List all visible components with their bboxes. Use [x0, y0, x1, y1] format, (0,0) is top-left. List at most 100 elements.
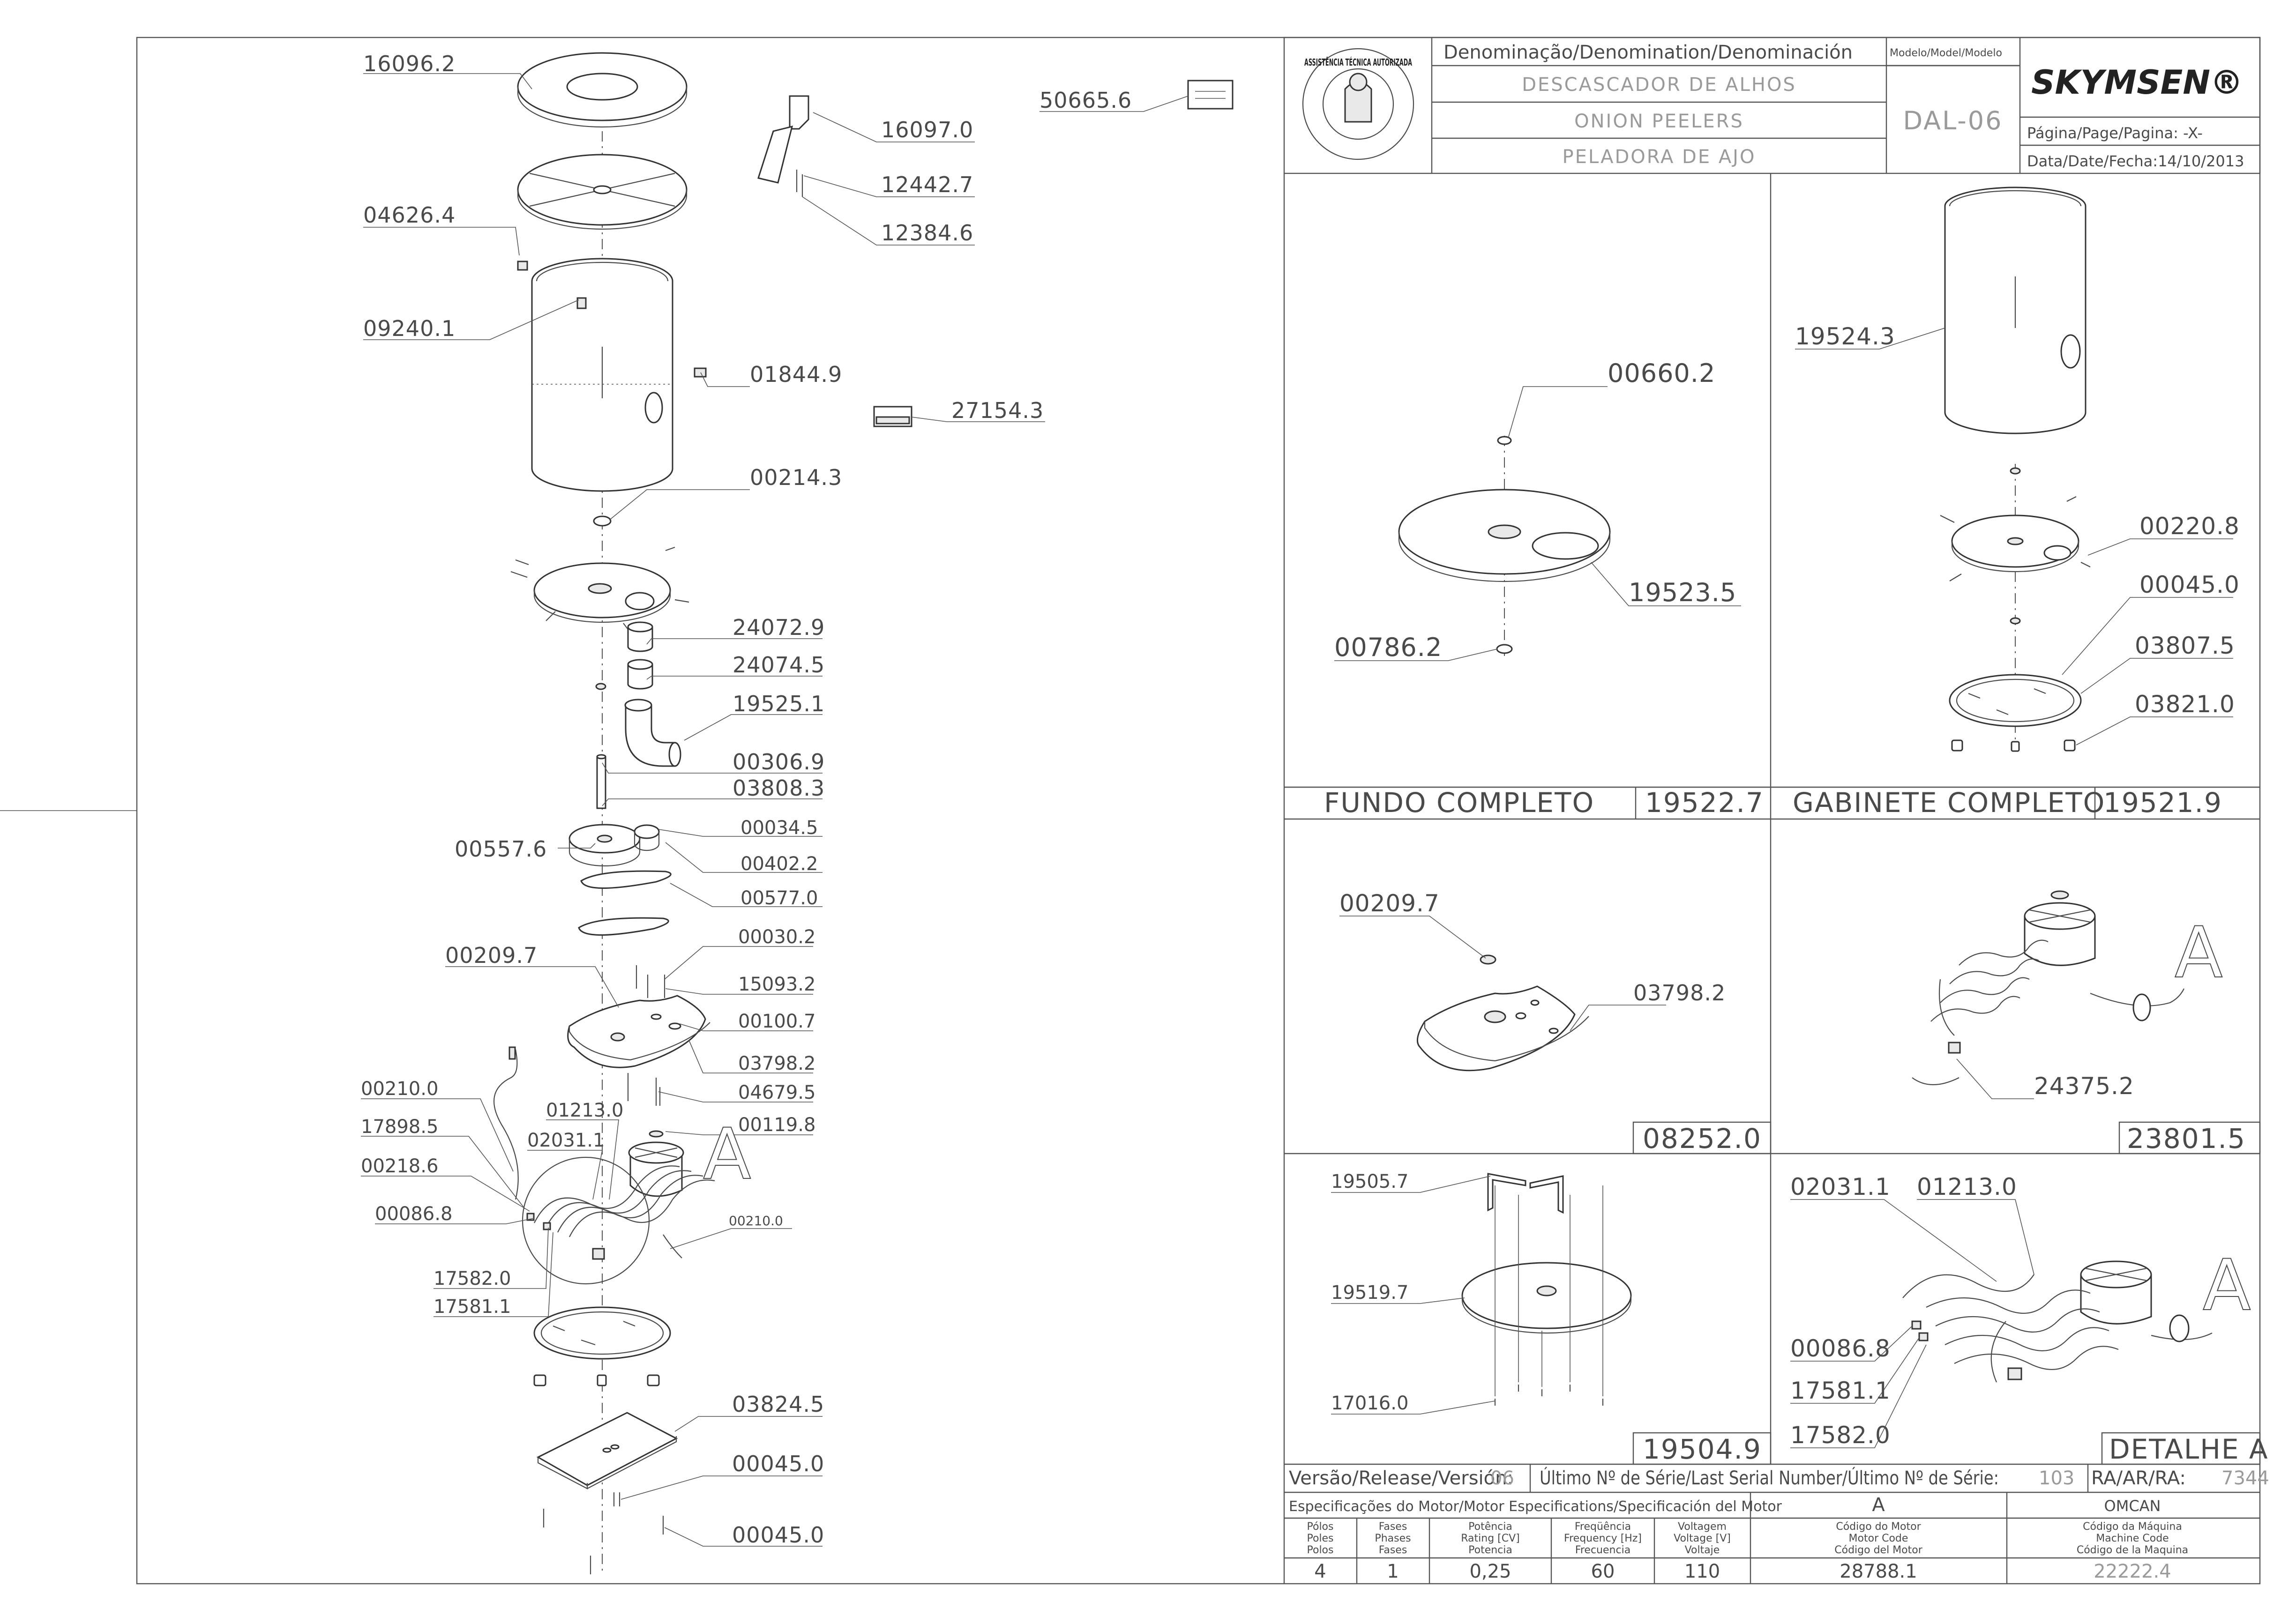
label-03798-b: 03798.2	[1633, 980, 1726, 1006]
label-00786: 00786.2	[1334, 633, 1442, 662]
spec-group-omcan: OMCAN	[2104, 1497, 2161, 1515]
detail-marker-main: A	[703, 1114, 751, 1195]
feet-ring	[533, 1306, 671, 1360]
spec-value-motor-code: 28788.1	[1840, 1561, 1917, 1582]
label-02031: 02031.1	[527, 1130, 605, 1151]
label-01213-d: 01213.0	[1917, 1173, 2017, 1200]
svg-text:Pólos: Pólos	[1307, 1521, 1334, 1533]
date-label: Data/Date/Fecha:14/10/2013	[2027, 152, 2244, 170]
panel-base: 00209.7 03798.2 08252.0	[1339, 890, 1762, 1155]
name-en: ONION PEELERS	[1574, 111, 1744, 132]
svg-text:Potência: Potência	[1468, 1521, 1512, 1533]
gabinete-code: 19521.9	[2103, 787, 2222, 819]
release-row: Versão/Release/Versión: 06 Último Nº de …	[1284, 1464, 2269, 1493]
spec-value-frequency: 60	[1591, 1561, 1615, 1582]
label-01844: 01844.9	[750, 362, 842, 387]
label-00045-g: 00045.0	[2139, 571, 2240, 598]
label-27154: 27154.3	[951, 398, 1044, 423]
label-00045-b: 00045.0	[732, 1522, 824, 1548]
label-17898: 17898.5	[361, 1116, 438, 1138]
serial-label: Último Nº de Série/Last Serial Number/Úl…	[1540, 1467, 1999, 1489]
model-header: Modelo/Model/Modelo	[1890, 47, 2002, 59]
panel-motor: A 24375.2 23801.5	[1912, 890, 2246, 1155]
motor-base	[567, 995, 706, 1068]
label-00210-a: 00210.0	[361, 1078, 438, 1100]
elbow	[625, 704, 676, 767]
page-label: Página/Page/Pagina: -X-	[2027, 124, 2203, 142]
label-00557: 00557.6	[455, 836, 547, 862]
svg-text:Freqüência: Freqüência	[1575, 1521, 1631, 1533]
label-03807: 03807.5	[2135, 632, 2235, 659]
label-19525: 19525.1	[733, 691, 825, 716]
label-00210-b: 00210.0	[729, 1213, 783, 1229]
spec-col-phases: Fases Phases Fases 1	[1375, 1521, 1411, 1582]
svg-text:Fases: Fases	[1379, 1521, 1407, 1533]
spec-value-phases: 1	[1387, 1561, 1399, 1582]
main-exploded-view: 16096.2 04626.4 09240.1 01844.9 00214.3 …	[361, 51, 1234, 1574]
label-00034: 00034.5	[740, 817, 818, 839]
svg-text:Rating [CV]: Rating [CV]	[1461, 1533, 1520, 1544]
label-01213: 01213.0	[546, 1100, 623, 1121]
label-19505: 19505.7	[1331, 1171, 1408, 1192]
ra-label: RA/AR/RA:	[2091, 1468, 2186, 1489]
spec-col-machine-code: Código da Máquina Machine Code Código de…	[2077, 1521, 2188, 1582]
detail-marker-motor: A	[2175, 912, 2223, 994]
svg-text:Fases: Fases	[1379, 1544, 1407, 1556]
panel-grid	[1283, 173, 2261, 1584]
panel-fundo: 00660.2 19523.5 00786.2 FUNDO COMPLETO 1…	[1324, 358, 1763, 819]
detail-marker-detail: A	[2203, 1245, 2251, 1326]
label-17582-d: 17582.0	[1790, 1422, 1891, 1449]
svg-text:Frecuencia: Frecuencia	[1575, 1544, 1630, 1556]
motor-code: 23801.5	[2127, 1123, 2246, 1155]
label-19519: 19519.7	[1331, 1282, 1408, 1304]
spec-col-rating: Potência Rating [CV] Potencia 0,25	[1461, 1521, 1520, 1582]
spec-group-a: A	[1872, 1494, 1885, 1516]
label-00306: 00306.9	[733, 749, 825, 775]
svg-text:Código da Máquina: Código da Máquina	[2083, 1521, 2182, 1533]
label-00100: 00100.7	[738, 1011, 815, 1032]
label-00045-a: 00045.0	[732, 1451, 824, 1476]
label-03824: 03824.5	[732, 1392, 824, 1417]
warning-label	[1187, 80, 1234, 110]
label-00086-d: 00086.8	[1790, 1335, 1891, 1362]
svg-text:Voltaje: Voltaje	[1685, 1544, 1720, 1556]
label-19524: 19524.3	[1795, 323, 1895, 350]
svg-text:Potencia: Potencia	[1468, 1544, 1512, 1556]
motor-spec-table: Especificações do Motor/Motor Especifica…	[1284, 1492, 2260, 1584]
label-09240: 09240.1	[363, 316, 456, 341]
label-16097: 16097.0	[881, 117, 973, 142]
fundo-title: FUNDO COMPLETO	[1324, 787, 1594, 819]
label-00218: 00218.6	[361, 1155, 438, 1177]
version-label: Versão/Release/Versión:	[1289, 1468, 1513, 1489]
label-00577: 00577.0	[740, 887, 818, 909]
label-17581-d: 17581.1	[1790, 1377, 1891, 1404]
spec-col-voltage: Voltagem Voltage [V] Voltaje 110	[1674, 1521, 1731, 1582]
label-00086: 00086.8	[375, 1203, 452, 1225]
label-24074: 24074.5	[733, 652, 825, 678]
seal-text: ASSISTÊNCIA TÉCNICA AUTORIZADA	[1304, 57, 1412, 68]
label-00214: 00214.3	[750, 465, 842, 490]
label-04626: 04626.4	[363, 202, 456, 228]
shaft	[596, 756, 606, 809]
label-24072: 24072.9	[733, 615, 825, 640]
spec-value-machine-code: 22222.4	[2094, 1561, 2171, 1582]
label-12442: 12442.7	[881, 172, 973, 197]
label-17581: 17581.1	[434, 1296, 511, 1318]
motor	[629, 1153, 683, 1197]
svg-text:Polos: Polos	[1307, 1544, 1334, 1556]
svg-text:Voltagem: Voltagem	[1678, 1521, 1727, 1533]
label-03798: 03798.2	[738, 1053, 815, 1074]
brand-logo: SKYMSEN®	[2031, 63, 2243, 102]
svg-text:Machine Code: Machine Code	[2096, 1533, 2169, 1544]
spec-col-frequency: Freqüência Frequency [Hz] Frecuencia 60	[1564, 1521, 1642, 1582]
feet-code: 19504.9	[1643, 1433, 1762, 1465]
svg-text:Poles: Poles	[1307, 1533, 1333, 1544]
label-04679: 04679.5	[738, 1082, 815, 1103]
label-00402: 00402.2	[740, 853, 818, 875]
belt	[580, 870, 672, 889]
spec-col-poles: Pólos Poles Polos 4	[1307, 1521, 1333, 1582]
base-code: 08252.0	[1643, 1123, 1762, 1155]
label-00209-b: 00209.7	[1339, 890, 1440, 917]
label-00660: 00660.2	[1608, 358, 1715, 388]
denomination-header: Denominação/Denomination/Denominación	[1443, 42, 1853, 63]
